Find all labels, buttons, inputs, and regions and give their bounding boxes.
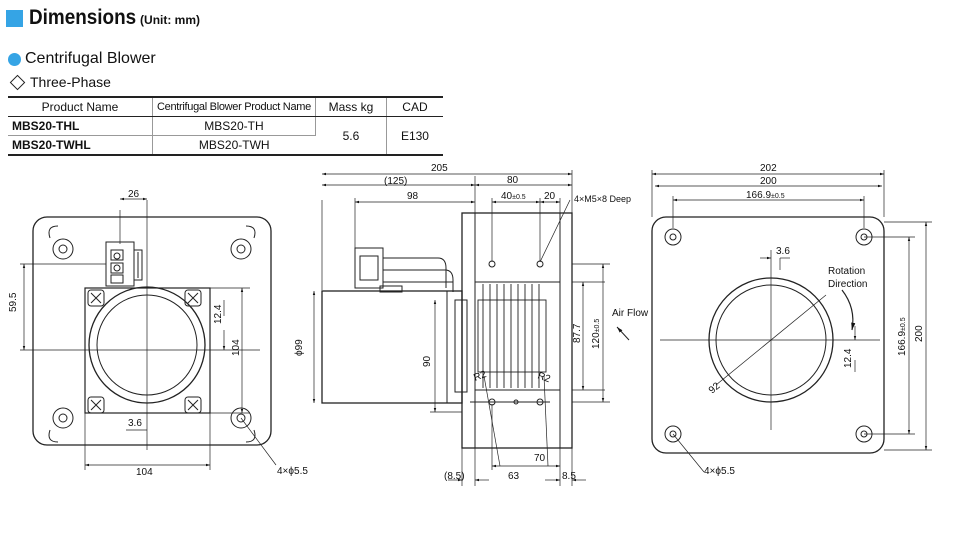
front-outlet-square [84, 287, 211, 414]
section-heading: Centrifugal Blower [8, 50, 156, 68]
dim-12-4-back: 12.4 [843, 348, 854, 368]
motor-body [321, 290, 463, 404]
front-corner-holes [48, 225, 256, 443]
dim-200-horizontal: 200 [760, 176, 777, 187]
front-centerlines [20, 200, 260, 450]
front-connector [105, 241, 143, 287]
front-view [20, 197, 277, 470]
dim-125: (125) [384, 176, 407, 187]
dim-202: 202 [760, 163, 777, 174]
phase-heading: Three-Phase [9, 74, 111, 90]
front-dim-labels: 26 59.5 12.4 104 3.6 104 4×ϕ5.5 [8, 189, 308, 478]
rotation-arrow-icon [841, 289, 856, 331]
side-mount-holes [470, 260, 550, 406]
front-flange [32, 216, 272, 446]
back-centerlines [660, 250, 880, 430]
dim-104-horizontal: 104 [136, 467, 153, 478]
back-holes-label: 4×ϕ5.5 [704, 466, 735, 477]
dim-3-6-back: 3.6 [776, 246, 790, 257]
dim-12-4-front: 12.4 [213, 304, 224, 324]
cad-cell[interactable]: E130 [400, 128, 429, 143]
dim-59-5: 59.5 [8, 292, 19, 312]
col-blower-name: Centrifugal Blower Product Name [152, 97, 316, 117]
bullet-circle-icon [8, 52, 21, 66]
table-row: MBS20-TWHL MBS20-TWH [8, 135, 443, 155]
dim-80: 80 [507, 175, 519, 186]
mass-cell: 5.6 [315, 116, 387, 156]
side-dims [312, 170, 610, 486]
product-cell: MBS20-TWHL [8, 135, 153, 155]
dim-40: 40±0.5 [501, 191, 526, 202]
air-flow-label: Air Flow [612, 308, 649, 319]
dim-90: 90 [422, 355, 433, 367]
dim-98: 98 [407, 191, 419, 202]
spec-table: Product Name Centrifugal Blower Product … [8, 96, 443, 156]
back-dim-labels: 202 200 166.9±0.5 3.6 Rotation Direction… [704, 163, 925, 477]
dim-104-vertical: 104 [231, 339, 242, 356]
dim-166-9-horizontal: 166.9±0.5 [746, 190, 785, 201]
rotation-label-2: Direction [828, 279, 867, 290]
col-cad: CAD [386, 97, 443, 117]
front-holes-label: 4×ϕ5.5 [277, 466, 308, 477]
page-header: Dimensions (Unit: mm) [6, 6, 200, 30]
side-dim-labels: 205 80 (125) 98 40±0.5 20 4×M5×8 Deep ϕ9… [294, 163, 649, 482]
blower-housing [461, 212, 573, 449]
header-square-icon [6, 10, 23, 27]
front-dims [22, 197, 277, 470]
dim-8-5-left: (8.5) [444, 471, 465, 482]
back-dims [651, 170, 932, 473]
air-flow-arrow-icon [616, 326, 630, 341]
dim-200-vertical: 200 [914, 325, 925, 342]
back-corner-holes [664, 228, 873, 443]
side-view [312, 170, 630, 486]
dim-70: 70 [534, 453, 546, 464]
col-mass: Mass kg [315, 97, 387, 117]
terminal-box [354, 247, 454, 293]
section-title: Centrifugal Blower [25, 50, 156, 67]
dim-205: 205 [431, 163, 448, 174]
phase-title: Three-Phase [30, 74, 111, 90]
dim-26: 26 [128, 189, 140, 200]
product-cell: MBS20-THL [8, 116, 153, 136]
impeller-fins [477, 284, 547, 388]
dim-20: 20 [544, 191, 556, 202]
back-flange [651, 216, 885, 454]
dim-dia-99: ϕ99 [294, 339, 305, 356]
front-screws [87, 289, 202, 414]
r2-right: R2 [536, 370, 552, 385]
r2-left: R2 [472, 369, 488, 384]
unit-label: (Unit: mm) [140, 13, 201, 27]
page-title: Dimensions [29, 6, 137, 29]
rotation-label-1: Rotation [828, 266, 865, 277]
screws-label: 4×M5×8 Deep [574, 194, 631, 204]
dim-92: 92 [707, 380, 723, 396]
dim-120: 120±0.5 [591, 319, 602, 349]
table-row: MBS20-THL MBS20-TH 5.6 E130 [8, 116, 443, 156]
dim-166-9-vertical: 166.9±0.5 [897, 317, 908, 356]
blower-cell: MBS20-TWH [198, 138, 270, 152]
blower-cell: MBS20-TH [152, 116, 316, 136]
dim-63: 63 [508, 471, 520, 482]
dim-8-5-right: 8.5 [562, 471, 576, 482]
dim-3-6-front: 3.6 [128, 418, 142, 429]
back-view [651, 170, 932, 473]
dim-87-7: 87.7 [572, 323, 583, 343]
col-product-name: Product Name [8, 97, 153, 117]
